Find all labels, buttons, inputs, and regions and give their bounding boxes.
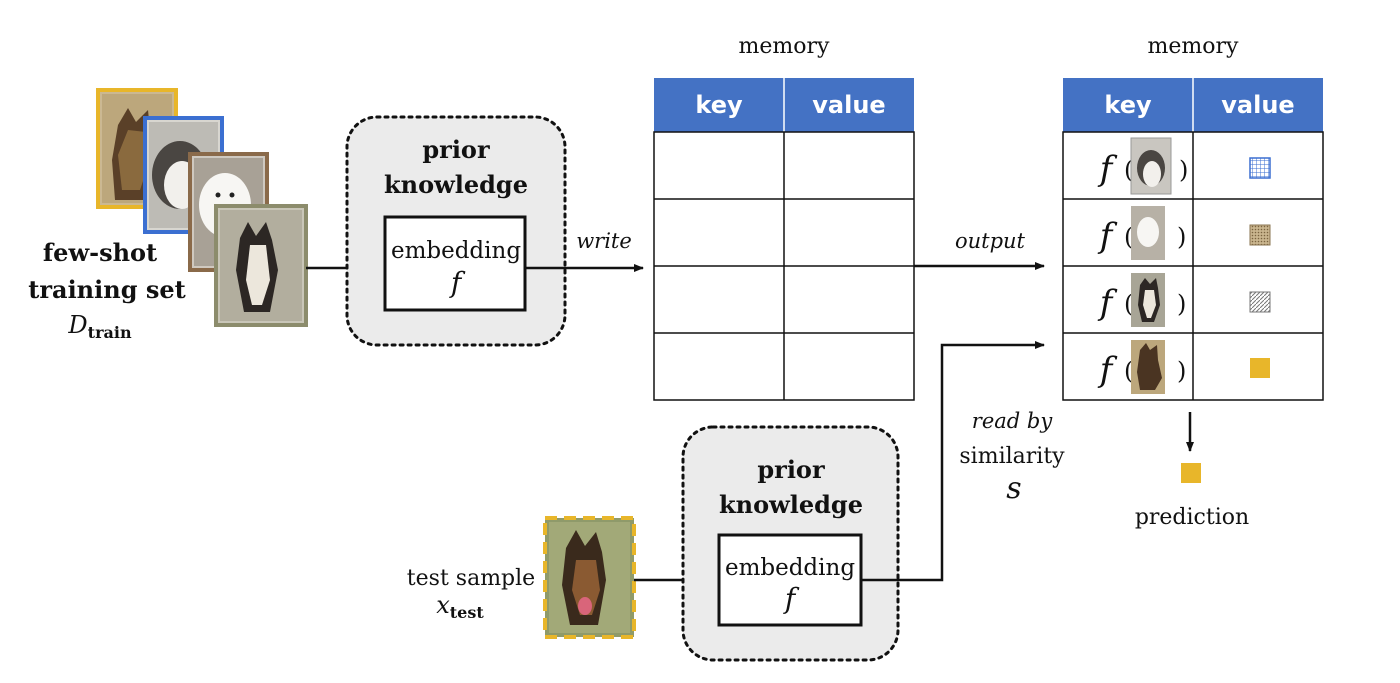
memory-empty-col-key: key bbox=[695, 91, 743, 119]
test-sample-symbol-main: x bbox=[436, 591, 450, 619]
open-paren: ( bbox=[1124, 290, 1133, 318]
training-photo-4 bbox=[214, 204, 308, 327]
read-label-line2: similarity bbox=[959, 444, 1065, 469]
open-paren: ( bbox=[1124, 223, 1133, 251]
embedding-box-top bbox=[383, 215, 527, 312]
training-set-label-line1: few-shot bbox=[43, 238, 157, 267]
test-sample-photo bbox=[543, 516, 636, 639]
arrow-read-by-similarity bbox=[861, 341, 1045, 582]
training-set-symbol: Dtrain bbox=[67, 311, 132, 342]
prediction-label: prediction bbox=[1135, 505, 1249, 530]
training-set-symbol-main: D bbox=[67, 311, 87, 339]
output-label: output bbox=[955, 229, 1026, 253]
memory-filled-col-key: key bbox=[1104, 91, 1152, 119]
memory-row-1: f ( ) bbox=[1097, 137, 1271, 195]
read-symbol: s bbox=[1006, 471, 1021, 506]
embedding-box-bottom bbox=[717, 533, 863, 627]
memory-row-2-value-swatch bbox=[1249, 224, 1271, 246]
memory-row-4: f ( ) bbox=[1097, 340, 1270, 394]
close-paren: ) bbox=[1177, 290, 1186, 318]
memory-empty-title: memory bbox=[739, 34, 831, 59]
memory-empty-table: memory key value bbox=[653, 34, 915, 401]
memory-filled-col-value: value bbox=[1221, 91, 1294, 119]
embedding-bottom-label: embedding bbox=[725, 555, 855, 581]
prediction-swatch bbox=[1181, 463, 1201, 483]
prior-knowledge-top-title-line2: knowledge bbox=[384, 170, 528, 199]
prior-knowledge-top: prior knowledge embedding f bbox=[345, 115, 567, 347]
memory-empty-col-value: value bbox=[812, 91, 885, 119]
test-sample-symbol: xtest bbox=[436, 591, 484, 622]
prior-knowledge-bottom: prior knowledge embedding f bbox=[681, 425, 900, 662]
open-paren: ( bbox=[1124, 357, 1133, 385]
memory-row-3-value-swatch bbox=[1249, 291, 1271, 313]
training-set-label-line2: training set bbox=[28, 275, 185, 304]
embedding-top-label: embedding bbox=[391, 238, 521, 264]
training-set-symbol-sub: train bbox=[88, 323, 132, 342]
training-photo-stack bbox=[96, 88, 308, 327]
open-paren: ( bbox=[1124, 156, 1133, 184]
prior-knowledge-bottom-title-line2: knowledge bbox=[719, 490, 863, 519]
close-paren: ) bbox=[1177, 357, 1186, 385]
close-paren: ) bbox=[1179, 156, 1188, 184]
memory-row-1-value-swatch bbox=[1249, 157, 1271, 179]
prior-knowledge-top-title-line1: prior bbox=[422, 135, 490, 164]
write-label: write bbox=[576, 229, 632, 253]
memory-filled-table: memory key value f ( ) f ( ) bbox=[1062, 34, 1324, 401]
test-sample-symbol-sub: test bbox=[450, 603, 485, 622]
memory-row-4-value-swatch bbox=[1250, 358, 1270, 378]
read-label-line1: read by bbox=[972, 409, 1054, 433]
prior-knowledge-bottom-title-line1: prior bbox=[757, 455, 825, 484]
test-sample-label: test sample bbox=[407, 566, 535, 591]
memory-filled-title: memory bbox=[1148, 34, 1240, 59]
close-paren: ) bbox=[1177, 223, 1186, 251]
